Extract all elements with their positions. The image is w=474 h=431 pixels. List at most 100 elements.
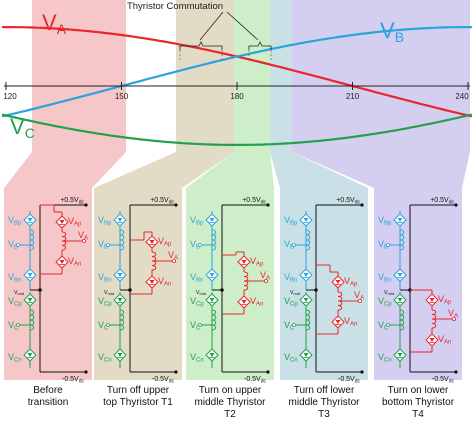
thyristor-arrow xyxy=(303,353,309,357)
thyristor-arrow xyxy=(59,260,65,264)
plus-dc-label: +0.5Vdc xyxy=(242,197,266,206)
vmid-label: Vmid xyxy=(384,290,394,296)
label-vcp: VCp xyxy=(98,296,112,308)
label-vc: VC xyxy=(190,320,201,332)
thyristor-arrow xyxy=(303,273,309,277)
inductor-coil xyxy=(211,229,217,251)
stage-band xyxy=(234,0,270,152)
label-van: VAn xyxy=(438,334,451,346)
thyristor-arrow xyxy=(117,353,123,357)
va-terminal xyxy=(452,316,457,321)
va-terminal xyxy=(172,258,177,263)
inductor-coil xyxy=(29,229,35,251)
thyristor-arrow xyxy=(303,218,309,222)
thyristor-arrow xyxy=(209,273,215,277)
vb-terminal xyxy=(292,243,296,247)
rail-node xyxy=(174,203,178,207)
va-terminal xyxy=(358,298,363,303)
band-gap xyxy=(126,0,176,152)
label-vbn: VBn xyxy=(378,272,391,284)
label-vc: VC xyxy=(284,320,295,332)
panel-caption-line: bottom Thyristor xyxy=(382,397,455,408)
axis-tick-label: 210 xyxy=(346,92,360,101)
label-vap: VAp xyxy=(344,276,358,288)
thyristor-arrow xyxy=(335,320,341,324)
label-vcn: VCn xyxy=(98,352,112,364)
label-vb: VB xyxy=(378,239,388,251)
panel-caption-line: transition xyxy=(28,397,69,408)
label-vbn: VBn xyxy=(284,272,297,284)
label-va: VA xyxy=(354,290,364,302)
rail-node xyxy=(84,370,88,374)
panel-caption-line: T4 xyxy=(412,409,424,420)
stage-panel-3: +0.5Vdc-0.5VdcVBpVBVBnVCpVCVCnVmidVApVAV… xyxy=(186,188,274,420)
label-va: VA xyxy=(448,308,458,320)
vc-terminal xyxy=(198,323,202,327)
plus-dc-label: +0.5Vdc xyxy=(336,197,360,206)
label-vb: VB xyxy=(284,239,294,251)
band-connector xyxy=(94,152,234,188)
thyristor-arrow xyxy=(149,240,155,244)
stage-panels: +0.5Vdc-0.5VdcVBpVBVBnVCpVCVCnVmidVApVAV… xyxy=(4,152,470,420)
label-va: VA xyxy=(260,270,270,282)
panel-background xyxy=(374,188,462,380)
band-connector xyxy=(270,152,368,188)
label-vb: VB xyxy=(8,239,18,251)
thyristor-arrow xyxy=(149,280,155,284)
thyristor-arrow xyxy=(241,300,247,304)
plus-dc-label: +0.5Vdc xyxy=(150,197,174,206)
commutation-annotation: Thyristor Commutation xyxy=(127,1,223,12)
label-vcn: VCn xyxy=(378,352,392,364)
stage-panel-4: +0.5Vdc-0.5VdcVBpVBVBnVCpVCVCnVmidVApVAV… xyxy=(280,188,368,420)
band-connector xyxy=(4,152,126,188)
mid-node xyxy=(128,288,132,292)
label-vc: VC xyxy=(8,320,19,332)
thyristor-arrow xyxy=(59,220,65,224)
band-connector xyxy=(186,152,274,188)
stage-bands xyxy=(32,0,470,152)
label-vcp: VCp xyxy=(8,296,22,308)
thyristor-arrow xyxy=(117,298,123,302)
label-vbp: VBp xyxy=(378,215,392,227)
mid-node xyxy=(220,288,224,292)
inductor-coil xyxy=(305,229,311,251)
thyristor-arrow xyxy=(429,338,435,342)
label-vcn: VCn xyxy=(190,352,204,364)
inductor-coil xyxy=(119,309,125,331)
rail-node xyxy=(266,203,270,207)
inductor-coil xyxy=(305,309,311,331)
rail-node xyxy=(84,203,88,207)
mid-node xyxy=(314,288,318,292)
panel-caption-line: Turn off upper xyxy=(107,385,170,396)
label-vap: VAp xyxy=(158,236,172,248)
inductor-coil xyxy=(399,309,405,331)
label-vc: VC xyxy=(98,320,109,332)
thyristor-arrow xyxy=(209,353,215,357)
mid-node xyxy=(38,288,42,292)
rail-node xyxy=(454,203,458,207)
minus-dc-label: -0.5Vdc xyxy=(244,376,267,385)
label-vcp: VCp xyxy=(190,296,204,308)
thyristor-arrow xyxy=(303,298,309,302)
label-van: VAn xyxy=(68,256,81,268)
vb-label: VB xyxy=(380,18,404,45)
label-vcn: VCn xyxy=(8,352,22,364)
axis-tick-label: 150 xyxy=(115,92,129,101)
vb-terminal xyxy=(198,243,202,247)
stage-band xyxy=(32,0,126,152)
thyristor-arrow xyxy=(209,218,215,222)
axis-tick-label: 180 xyxy=(230,92,244,101)
stage-panel-2: +0.5Vdc-0.5VdcVBpVBVBnVCpVCVCnVmidVApVAV… xyxy=(94,188,182,408)
label-van: VAn xyxy=(344,316,357,328)
rail-node xyxy=(266,370,270,374)
panel-caption-line: Turn on lower xyxy=(388,385,449,396)
vc-terminal xyxy=(106,323,110,327)
thyristor-arrow xyxy=(335,280,341,284)
thyristor-arrow xyxy=(429,298,435,302)
rail-node xyxy=(360,203,364,207)
thyristor-arrow xyxy=(209,298,215,302)
label-va: VA xyxy=(78,230,88,242)
label-vcp: VCp xyxy=(284,296,298,308)
